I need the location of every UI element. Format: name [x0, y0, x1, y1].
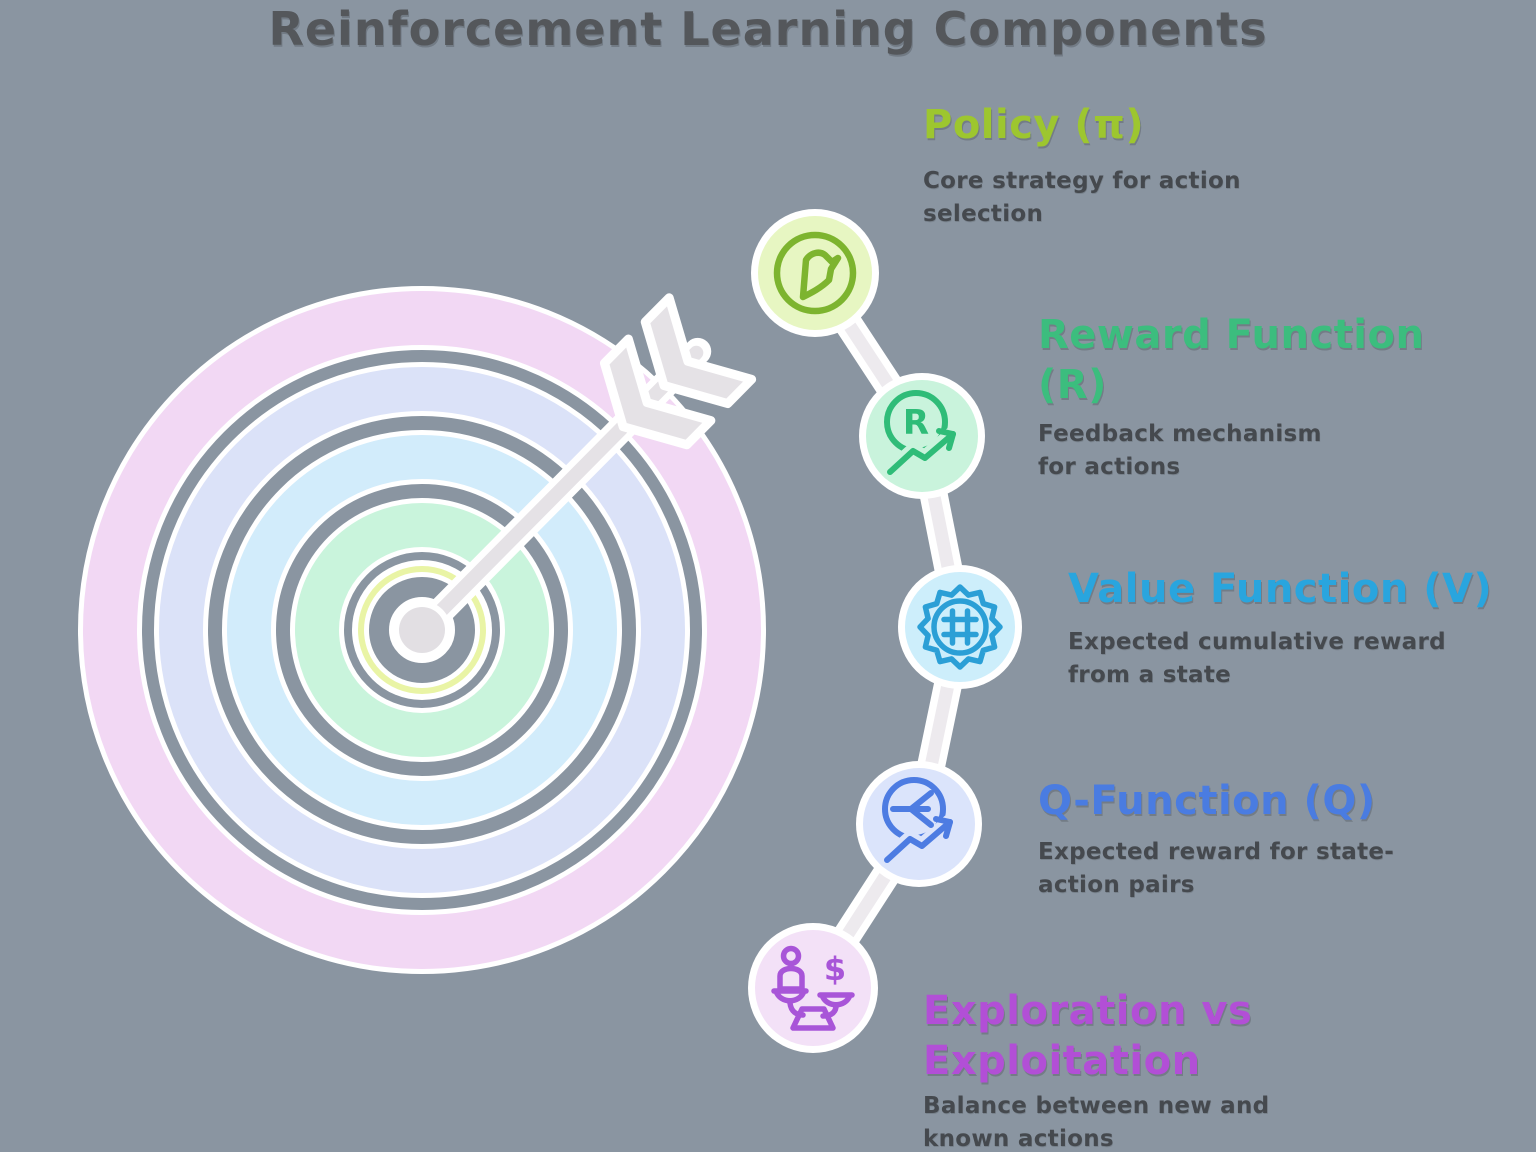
- reward-icon-trendline: [887, 431, 956, 475]
- balance-person-head: [780, 945, 802, 967]
- q-icon-arrowhead: [933, 816, 953, 839]
- reward-icon-letter: R: [903, 403, 929, 443]
- balance-scale-icon: $: [771, 945, 855, 1031]
- balance-dollar-glyph: $: [824, 950, 846, 988]
- policy-icon-flag: [799, 249, 842, 301]
- arrow-fletching-front: [599, 334, 716, 450]
- value-node-circle: [905, 572, 1015, 682]
- q-node: [856, 761, 982, 887]
- arrow-fletching-back: [640, 293, 757, 409]
- arrow-shaft: [420, 345, 704, 632]
- target-arrow: [412, 293, 757, 640]
- target-ring-third: [227, 435, 617, 825]
- value-icon-ring: [931, 598, 989, 656]
- value-icon-starburst: [917, 584, 1003, 670]
- balance-base: [790, 1006, 836, 1031]
- exploration-heading: Exploration vs Exploitation: [923, 988, 1253, 1084]
- target-ring-outer: [83, 291, 761, 969]
- reward-node: R: [859, 373, 985, 499]
- q-icon-k-glyph: [890, 790, 934, 828]
- exploration-node: $: [748, 923, 878, 1053]
- q-trend-icon: [879, 777, 958, 868]
- exploration-description: Balance between new and known actions: [923, 1093, 1270, 1152]
- arrow-impact-dot: [393, 601, 451, 659]
- target-inner-ring: [369, 577, 475, 683]
- reward-trend-icon: R: [882, 390, 961, 480]
- policy-description: Core strategy for action selection: [923, 168, 1241, 228]
- diagram-title: Reinforcement Learning Components: [268, 2, 1268, 56]
- impact-dot: [399, 607, 445, 653]
- balance-person-body: [777, 965, 805, 992]
- value-heading: Value Function (V): [1068, 566, 1493, 612]
- q-description: Expected reward for state-action pairs: [1038, 839, 1395, 899]
- q-heading: Q-Function (Q): [1038, 778, 1376, 824]
- policy-node: [751, 209, 879, 337]
- reward-icon-arrowhead: [936, 428, 956, 451]
- reward-description: Feedback mechanism for actions: [1038, 421, 1322, 481]
- target-ring-fourth: [295, 503, 549, 757]
- policy-icon-ring: [773, 231, 857, 315]
- value-node: [898, 565, 1022, 689]
- q-icon-trendline: [884, 819, 953, 863]
- target-ring-second: [159, 367, 685, 893]
- policy-heading: Policy (π): [923, 102, 1145, 148]
- value-description: Expected cumulative reward from a state: [1068, 629, 1446, 689]
- reward-heading: Reward Function (R): [1038, 312, 1425, 408]
- policy-flag-icon: [773, 231, 857, 315]
- value-badge-hash-icon: [917, 584, 1003, 670]
- value-icon-hash: [941, 608, 979, 646]
